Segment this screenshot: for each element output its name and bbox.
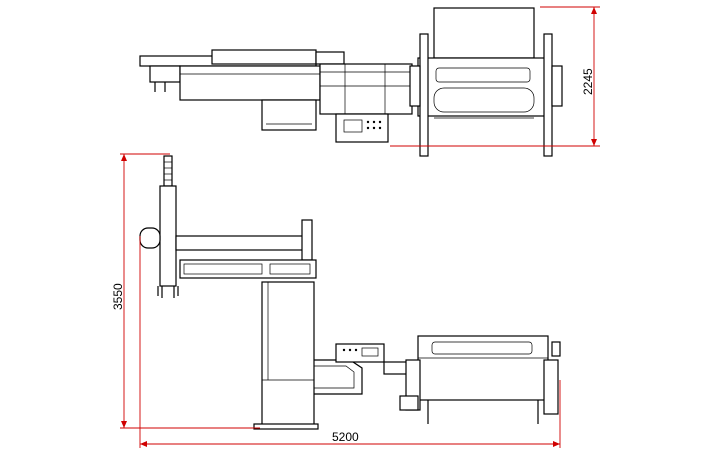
dimension-label-5200: 5200: [332, 430, 359, 444]
press-unit-side: [417, 335, 549, 401]
hopper-box: [261, 99, 317, 131]
press-unit: [417, 57, 549, 117]
middle-body: [179, 65, 321, 101]
top-view: [139, 7, 563, 157]
press-hood: [433, 7, 535, 59]
upper-carriage: [211, 49, 317, 65]
dimension-length: 5200: [139, 236, 561, 448]
press-post-right: [543, 33, 553, 157]
motor-left: [139, 227, 161, 249]
side-view: [139, 155, 561, 430]
mast: [159, 185, 177, 287]
dimension-height-side: 3550: [111, 153, 260, 429]
mast-rack: [163, 155, 173, 187]
column-base: [253, 423, 319, 430]
dimension-height-top: 2245: [390, 6, 600, 147]
dimension-label-2245: 2245: [581, 68, 595, 95]
carriage-end: [315, 51, 345, 65]
carriage-rail: [179, 259, 317, 279]
control-panel-side: [335, 343, 385, 363]
dimension-label-3550: 3550: [111, 283, 125, 310]
boom-support: [301, 219, 313, 261]
connecting-frame: [319, 63, 413, 115]
feeder-clamp-left: [149, 65, 181, 83]
boom-arm: [175, 235, 311, 251]
main-column: [261, 281, 315, 427]
press-post-left: [419, 33, 429, 157]
